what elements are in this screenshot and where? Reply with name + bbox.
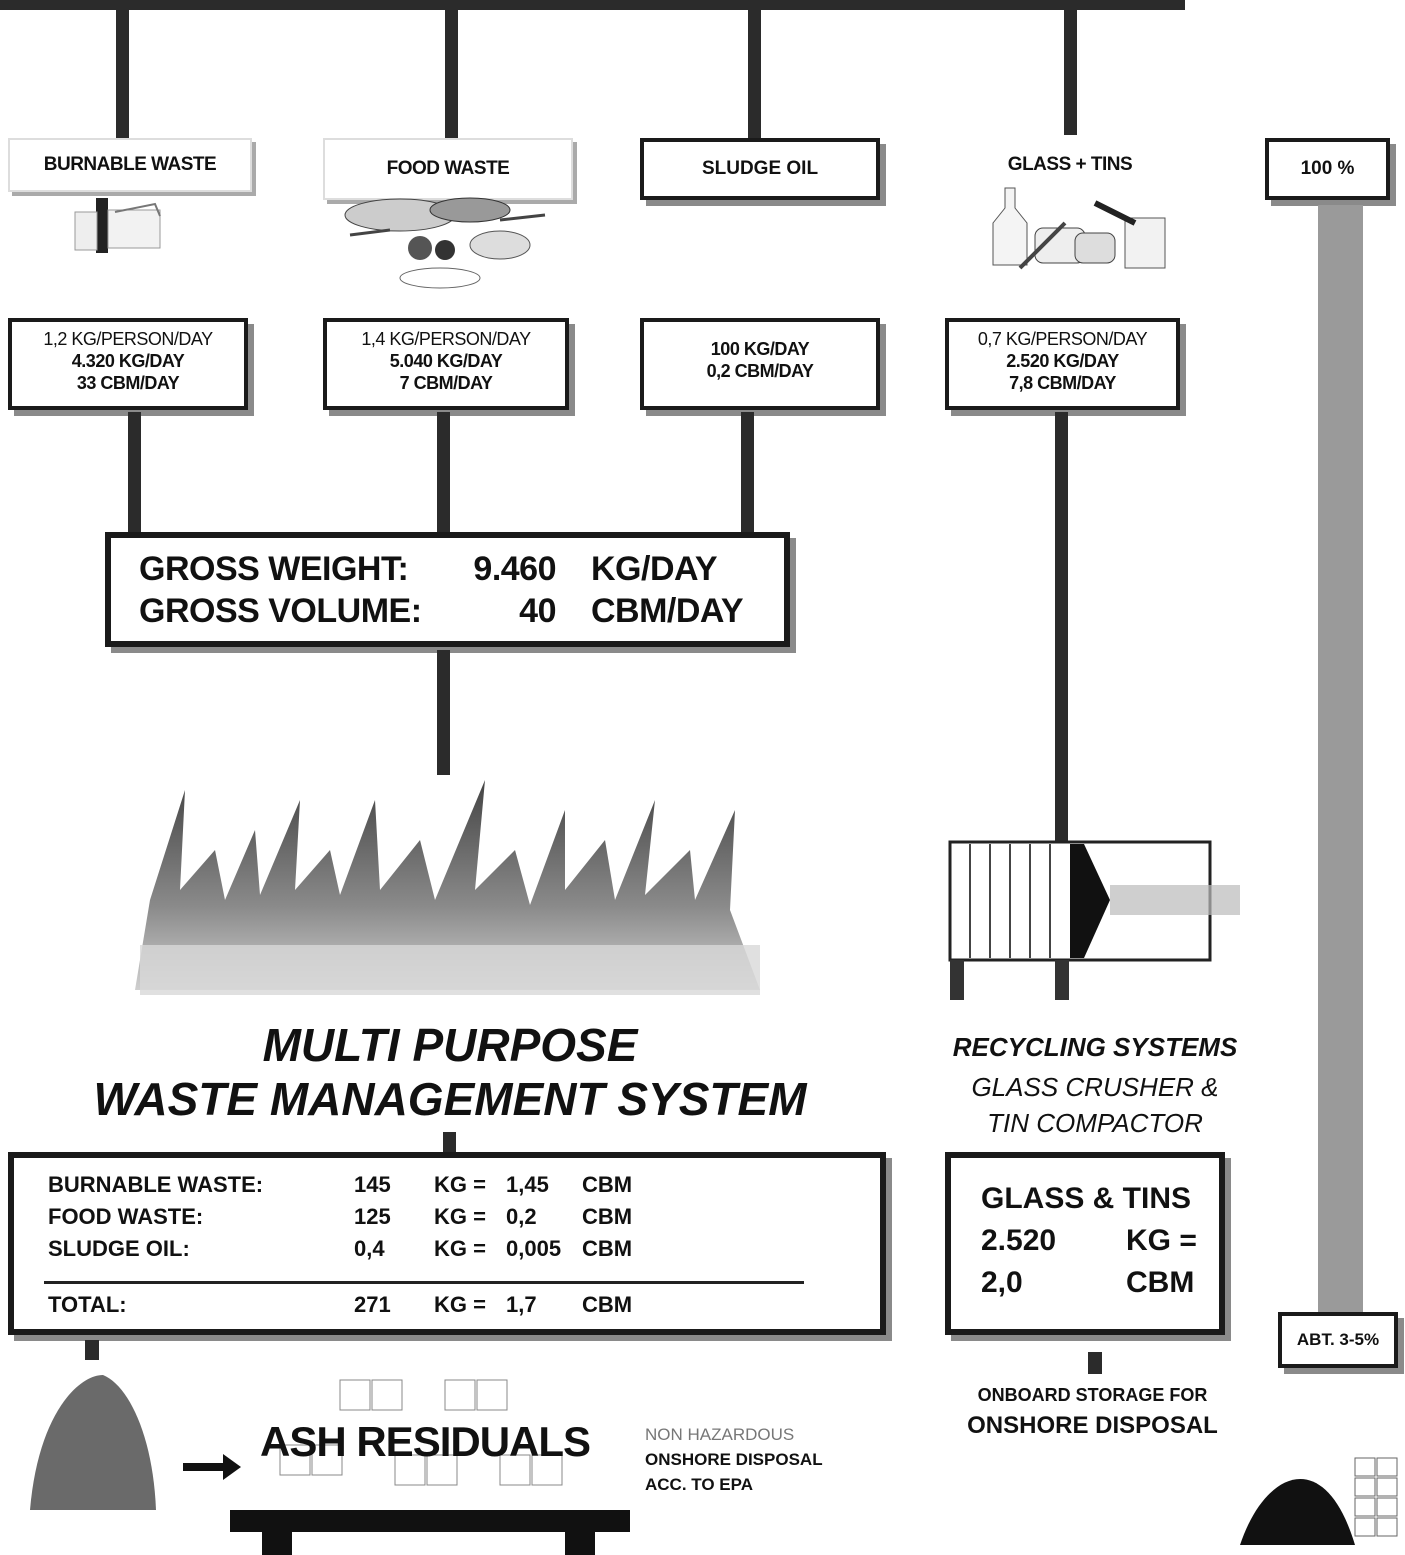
residual-eq: KG = [434, 1292, 486, 1317]
storage-line1: ONBOARD STORAGE FOR [977, 1385, 1208, 1405]
percent-gray-bar [1318, 205, 1363, 1315]
burnable-waste-icon [74, 198, 161, 253]
quantity-line: 7 CBM/DAY [399, 373, 493, 393]
quantity-box-glass: 0,7 KG/PERSON/DAY 2.520 KG/DAY 7,8 CBM/D… [945, 318, 1180, 410]
residual-cbm: 1,7 [506, 1292, 537, 1317]
residual-unit: CBM [582, 1292, 633, 1317]
gross-volume-value: 40 [519, 592, 556, 630]
residual-cbm: 0,005 [506, 1236, 562, 1261]
glass-tins-icon [992, 187, 1166, 270]
connector-glass-recycling [1055, 412, 1068, 847]
system-title-line1: MULTI PURPOSE [262, 1019, 638, 1071]
glass-tins-box-kg-unit: KG = [1126, 1224, 1197, 1257]
residual-label: FOOD WASTE: [48, 1204, 204, 1229]
residual-divider [44, 1281, 804, 1284]
quantity-line: 0,2 CBM/DAY [706, 361, 814, 381]
residual-row-burnable: BURNABLE WASTE: 145 KG = 1,45 CBM [14, 1172, 880, 1202]
glass-tins-box-cbm-value: 2,0 [981, 1266, 1023, 1299]
connector-sludge-gross [741, 412, 754, 534]
residue-pile-icon [1240, 1457, 1398, 1545]
residual-row-sludge: SLUDGE OIL: 0,4 KG = 0,005 CBM [14, 1236, 880, 1266]
ash-residuals-label: ASH RESIDUALS [260, 1418, 591, 1465]
residual-label: BURNABLE WASTE: [48, 1172, 264, 1197]
quantity-line: 1,2 KG/PERSON/DAY [43, 329, 213, 349]
quantity-line: 100 KG/DAY [710, 339, 810, 359]
arrow-right-icon [183, 1454, 241, 1480]
glass-crusher-compactor-icon [948, 840, 1240, 1000]
quantity-line: 5.040 KG/DAY [389, 351, 503, 371]
gross-weight-value: 9.460 [473, 550, 556, 588]
top-connector-bar [0, 0, 1185, 10]
residual-kg: 271 [354, 1292, 391, 1317]
connector-gross-incinerator [437, 650, 450, 775]
residual-unit: CBM [582, 1172, 633, 1197]
system-title-line2: WASTE MANAGEMENT SYSTEM [93, 1073, 807, 1125]
connector-burnable-gross [128, 412, 141, 534]
recycling-subtitle-line2: TIN COMPACTOR [987, 1108, 1203, 1138]
incinerator-flames-icon [135, 780, 760, 995]
quantity-line: 0,7 KG/PERSON/DAY [977, 329, 1148, 349]
connector-food-gross [437, 412, 450, 534]
food-waste-icon [344, 197, 546, 289]
residual-unit: CBM [582, 1236, 633, 1261]
residual-kg: 0,4 [354, 1236, 385, 1261]
ash-note-line3: ACC. TO EPA [645, 1475, 753, 1494]
recycling-subtitle-line1: GLASS CRUSHER & [971, 1072, 1219, 1102]
quantity-box-food: 1,4 KG/PERSON/DAY 5.040 KG/DAY 7 CBM/DAY [323, 318, 569, 410]
quantity-line: 7,8 CBM/DAY [1009, 373, 1116, 393]
connector-glass-top [1064, 0, 1077, 135]
gross-volume-label: GROSS VOLUME: [139, 592, 422, 630]
quantity-box-sludge: 100 KG/DAY 0,2 CBM/DAY [640, 318, 880, 410]
recycling-title: RECYCLING SYSTEMS [952, 1032, 1238, 1062]
residual-eq: KG = [434, 1236, 486, 1261]
gross-totals-box: GROSS WEIGHT: 9.460 KG/DAY GROSS VOLUME:… [105, 532, 790, 647]
residual-row-food: FOOD WASTE: 125 KG = 0,2 CBM [14, 1204, 880, 1234]
percent-bottom-box: ABT. 3-5% [1278, 1312, 1398, 1368]
percent-top-box: 100 % [1265, 138, 1390, 200]
glass-tins-box-kg-value: 2.520 [981, 1224, 1057, 1257]
residual-eq: KG = [434, 1172, 486, 1197]
residuals-box: BURNABLE WASTE: 145 KG = 1,45 CBM FOOD W… [8, 1152, 886, 1335]
residual-cbm: 0,2 [506, 1204, 537, 1229]
connector-sludge-top [748, 0, 761, 140]
connector-food-top [445, 0, 458, 140]
storage-line2: ONSHORE DISPOSAL [967, 1412, 1218, 1439]
gross-weight-unit: KG/DAY [591, 550, 718, 588]
residual-label: TOTAL: [48, 1292, 127, 1317]
gross-weight-label: GROSS WEIGHT: [139, 550, 409, 588]
ash-note-line2: ONSHORE DISPOSAL [645, 1450, 823, 1469]
residual-kg: 125 [354, 1204, 391, 1229]
residual-label: SLUDGE OIL: [48, 1236, 190, 1261]
connector-glass-storage [1088, 1352, 1102, 1374]
residual-unit: CBM [582, 1204, 633, 1229]
category-label-food: FOOD WASTE [323, 138, 573, 200]
ash-note-line1: NON HAZARDOUS [645, 1425, 795, 1444]
connector-burnable-top [116, 0, 129, 140]
ash-bags-icon [230, 1379, 630, 1555]
glass-tins-box-title: GLASS & TINS [981, 1182, 1192, 1215]
quantity-line: 2.520 KG/DAY [1006, 351, 1119, 371]
residual-kg: 145 [354, 1172, 391, 1197]
residual-eq: KG = [434, 1204, 486, 1229]
quantity-line: 33 CBM/DAY [76, 373, 180, 393]
quantity-line: 4.320 KG/DAY [71, 351, 185, 371]
category-label-glass: GLASS + TINS [1007, 154, 1133, 175]
ash-pile-icon [30, 1375, 156, 1510]
quantity-line: 1,4 KG/PERSON/DAY [361, 329, 531, 349]
connector-residuals-ash [85, 1340, 99, 1360]
glass-tins-result-box: GLASS & TINS 2.520 KG = 2,0 CBM [945, 1152, 1225, 1335]
residual-row-total: TOTAL: 271 KG = 1,7 CBM [14, 1292, 880, 1322]
glass-tins-box-cbm-unit: CBM [1126, 1266, 1195, 1299]
residual-cbm: 1,45 [506, 1172, 549, 1197]
quantity-box-burnable: 1,2 KG/PERSON/DAY 4.320 KG/DAY 33 CBM/DA… [8, 318, 248, 410]
category-label-burnable: BURNABLE WASTE [8, 138, 252, 192]
category-label-sludge: SLUDGE OIL [640, 138, 880, 200]
connector-title-residuals [443, 1132, 456, 1152]
gross-volume-unit: CBM/DAY [591, 592, 744, 630]
